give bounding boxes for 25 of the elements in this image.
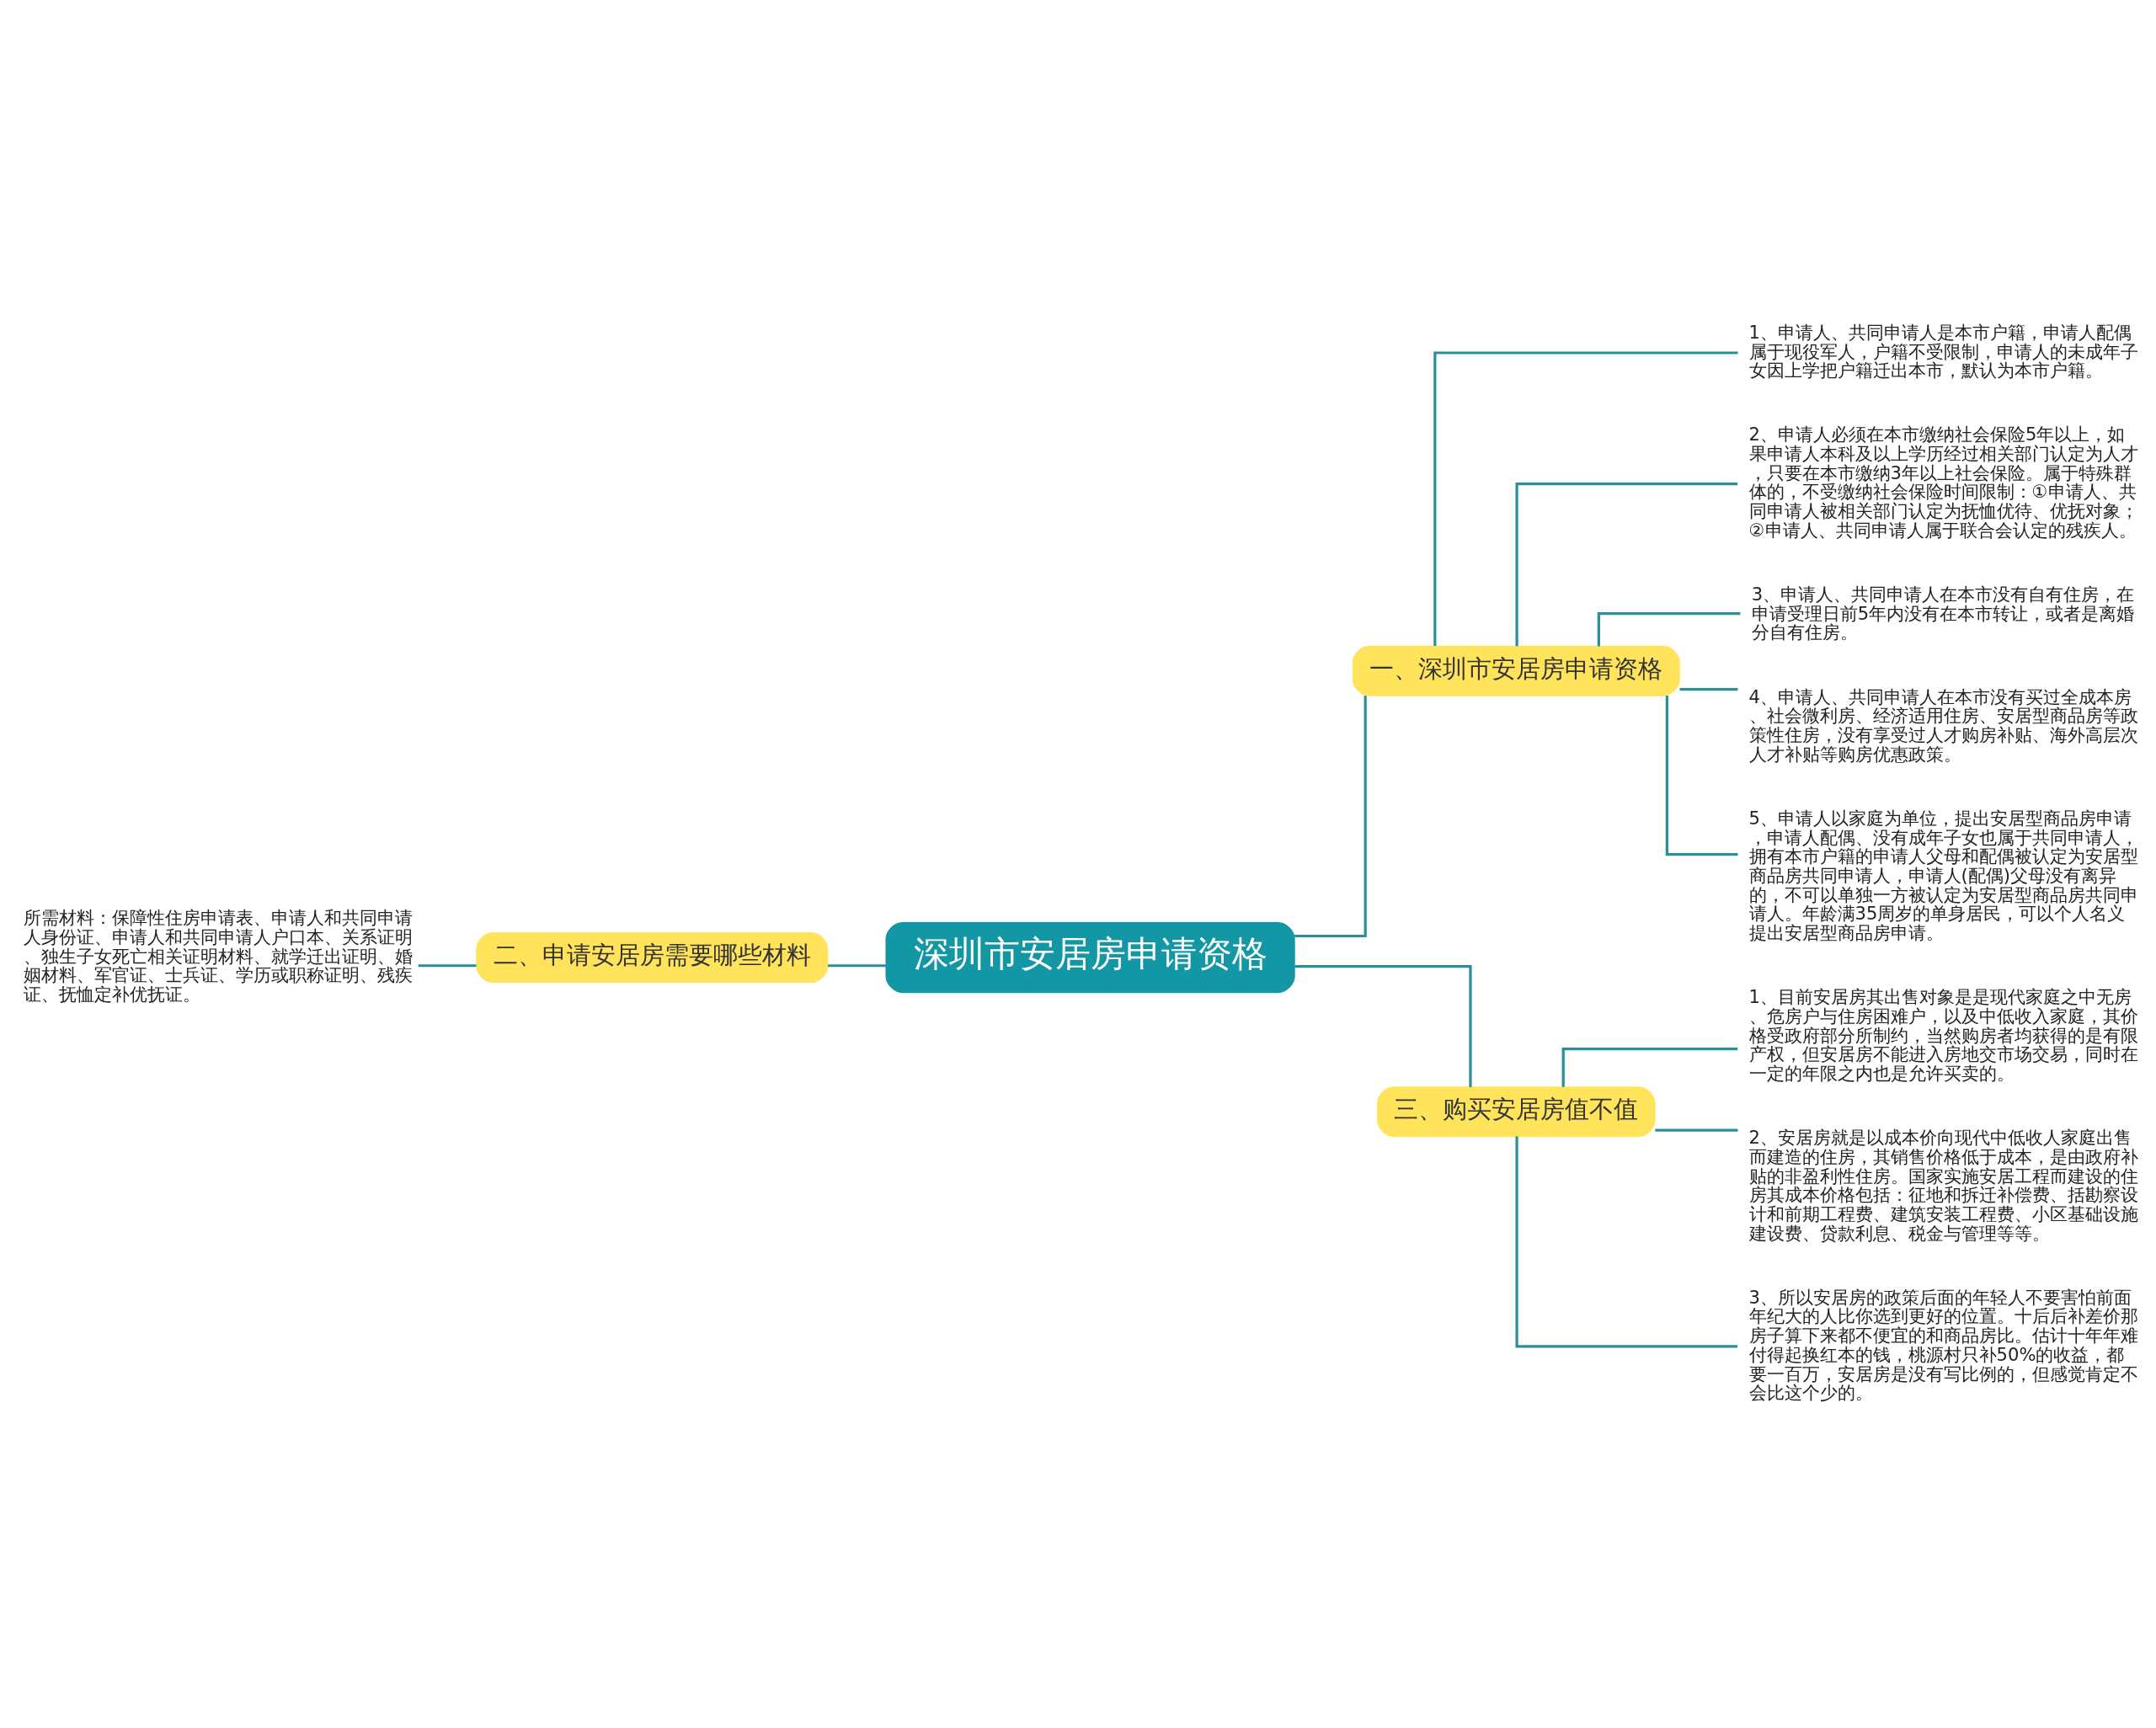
node-text: 4、申请人、共同申请人在本市没有买过全成本房、社会微利房、经济适用住房、安居型商品房等政策性住房，没有享受过人才购房补贴、海外高层次人才补贴等购房优惠政策。 <box>1748 685 2138 765</box>
connector <box>1515 483 1738 647</box>
connector <box>1679 687 1738 691</box>
connector <box>418 964 477 968</box>
node-box: 二、申请安居房需要哪些材料 <box>476 932 829 983</box>
node-text: 1、目前安居房其出售对象是是现代家庭之中无房、危房户与住房困难户，以及中低收入家庭，其价格受政府部分所制约，当然购房者均获得的是有限产权，但安居房不能进入房地交市场交易，同时在一定的年限之内也是允许买卖的。 <box>1748 986 2138 1084</box>
connector <box>1597 611 1741 647</box>
connector <box>1665 696 1738 856</box>
node-box: 深圳市安居房申请资格 <box>885 921 1295 994</box>
connector <box>1433 351 1738 647</box>
connector <box>1294 696 1367 938</box>
node-box: 一、深圳市安居房申请资格 <box>1352 645 1680 696</box>
node-text: 3、所以安居房的政策后面的年轻人不要害怕前面年纪大的人比你选到更好的位置。十后后补差价那房子算下来都不便宜的和商品房比。估计十年年难付得起换红本的钱，桃源村只补50%的收益，都要一百万，安居房是没有写比例的，但感觉肯定不会比这个少的。 <box>1748 1286 2138 1404</box>
connector <box>1294 964 1472 1087</box>
connector <box>1515 1136 1738 1348</box>
node-text: 3、申请人、共同申请人在本市没有自有住房，在申请受理日前5年内没有在本市转让，或者是离婚分自有住房。 <box>1751 584 2135 643</box>
connector <box>1561 1048 1738 1087</box>
node-text: 5、申请人以家庭为单位，提出安居型商品房申请，申请人配偶、没有成年子女也属于共同申请人，拥有本市户籍的申请人父母和配偶被认定为安居型商品房共同申请人，申请人(配偶)父母没有离异的，不可以单独一方被认定为安居型商品房共同申请人。年龄满35周岁的单身居民，可以个人名义提出安居型商品房申请。 <box>1748 807 2138 943</box>
node-text: 1、申请人、共同申请人是本市户籍，申请人配偶属于现役军人，户籍不受限制，申请人的未成年子女因上学把户籍迁出本市，默认为本市户籍。 <box>1748 321 2138 381</box>
node-text: 2、安居房就是以成本价向现代中低收人家庭出售而建造的住房，其销售价格低于成本，是由政府补贴的非盈利性住房。国家实施安居工程而建设的住房其成本价格包括：征地和拆迁补偿费、括勘察设计和前期工程费、建筑安装工程费、小区基础设施建设费、贷款利息、税金与管理等等。 <box>1748 1127 2138 1244</box>
node-text: 2、申请人必须在本市缴纳社会保险5年以上，如果申请人本科及以上学历经过相关部门认定为人才，只要在本市缴纳3年以上社会保险。属于特殊群体的，不受缴纳社会保险时间限制：①申请人、共同申请人被相关部门认定为抚恤优待、优抚对象；②申请人、共同申请人属于联合会认定的残疾人。 <box>1748 424 2138 541</box>
connector <box>828 964 886 968</box>
node-text: 所需材料：保障性住房申请表、申请人和共同申请人身份证、申请人和共同申请人户口本、关系证明、独生子女死亡相关证明材料、就学迁出证明、婚姻材料、军官证、士兵证、学历或职称证明、残疾证、抚恤定补优抚证。 <box>23 907 413 1005</box>
connector <box>1655 1128 1738 1132</box>
node-box: 三、购买安居房值不值 <box>1376 1086 1656 1138</box>
